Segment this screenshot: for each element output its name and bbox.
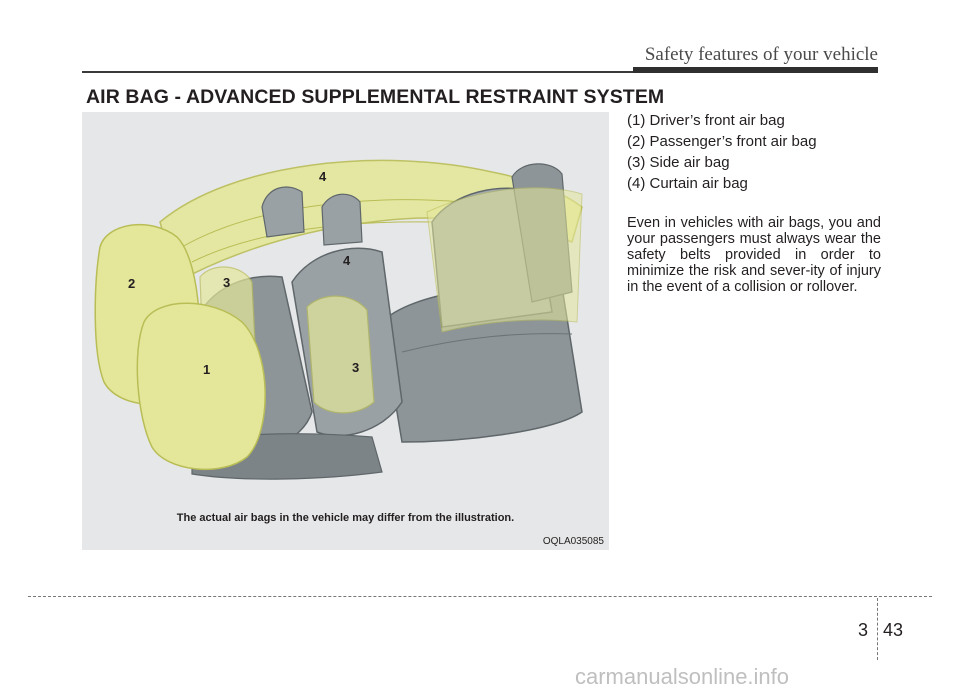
header-rule-accent — [633, 67, 878, 73]
page-number: 43 — [883, 620, 904, 640]
legend-item: (2) Passenger’s front air bag — [627, 133, 817, 150]
footer-divider — [877, 598, 878, 660]
watermark: carmanualsonline.info — [575, 664, 790, 689]
airbag-legend: (1) Driver’s front air bag (2) Passenger… — [627, 110, 817, 194]
chapter-number: 3 — [858, 620, 869, 640]
airbag-illustration: 4 2 3 4 1 3 The actual air bags in the v… — [82, 112, 609, 550]
callout-side-rear: 3 — [352, 360, 359, 375]
legend-item: (3) Side air bag — [627, 154, 730, 171]
airbag-drawing: 4 2 3 4 1 3 — [94, 159, 583, 480]
figure-code: OQLA035085 — [542, 536, 604, 547]
rear-seat — [381, 285, 583, 443]
header-rule — [82, 71, 877, 73]
callout-curtain-top: 4 — [319, 169, 327, 184]
callout-passenger: 2 — [128, 276, 135, 291]
legend-item: (4) Curtain air bag — [627, 175, 748, 192]
legend-item: (1) Driver’s front air bag — [627, 112, 785, 129]
side-airbag-rear — [306, 295, 375, 414]
figure-caption: The actual air bags in the vehicle may d… — [176, 512, 515, 524]
body-paragraph: Even in vehicles with air bags, you and … — [627, 215, 881, 295]
callout-curtain-mid: 4 — [343, 253, 351, 268]
section-title: AIR BAG - ADVANCED SUPPLEMENTAL RESTRAIN… — [86, 86, 665, 108]
callout-side-front: 3 — [223, 275, 230, 290]
running-header: Safety features of your vehicle — [644, 44, 878, 65]
footer-rule — [28, 596, 932, 597]
driver-front-airbag — [136, 302, 266, 470]
callout-driver: 1 — [203, 362, 210, 377]
rear-curtain-airbag — [426, 187, 583, 333]
